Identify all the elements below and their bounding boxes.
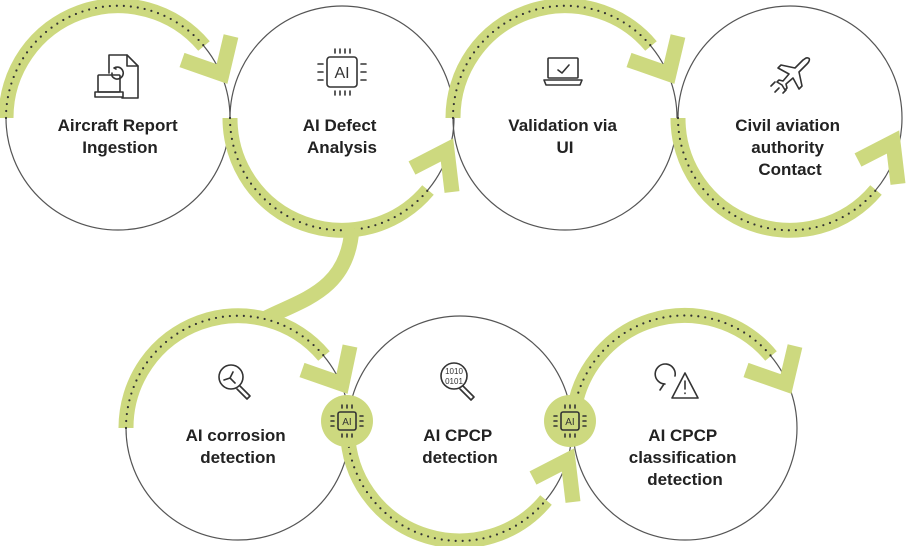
step-label-3: Validation via UI [508,116,621,157]
flow-connector [258,227,360,327]
document-sync-laptop-icon [94,54,139,99]
ai-badge-2: AI [544,395,596,447]
magnifier-crack-icon [218,364,251,400]
flow-arrow-3 [445,0,686,120]
step-label-1: Aircraft Report Ingestion [58,116,183,157]
ai-chip-label: AI [342,417,351,428]
step-label-5: AI corrosion detection [186,426,291,467]
ai-chip-label: AI [334,65,349,82]
step-label-2: AI Defect Analysis [303,116,381,157]
ai-badge-1: AI [321,395,373,447]
magnifier-binary-icon: 1010 0101 [440,362,475,401]
step-labels: Aircraft Report Ingestion AI Defect Anal… [58,116,845,489]
step-label-7: AI CPCP classification detection [629,426,741,489]
binary-line-2: 0101 [445,377,463,386]
flow-arrow-6 [340,438,581,546]
flow-arrow-7 [565,308,803,422]
ai-chip-label: AI [565,417,574,428]
binary-line-1: 1010 [445,367,463,376]
airplane-icon [770,56,811,94]
flow-arrow-5 [118,308,358,430]
flow-arrow-2 [222,116,460,238]
laptop-check-icon [543,57,583,86]
warning-magnifier-icon [654,363,699,399]
flow-arrow-1 [0,0,239,120]
flow-arrow-4 [670,116,906,238]
step-label-4: Civil aviation authority Contact [735,116,845,179]
step-label-6: AI CPCP detection [422,426,498,467]
ai-chip-icon: AI [317,48,367,96]
